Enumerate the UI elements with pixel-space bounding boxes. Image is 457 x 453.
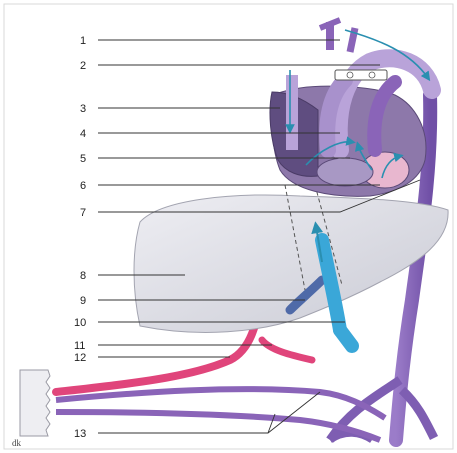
right-ventricle — [317, 158, 373, 186]
label-12: 12 — [74, 352, 86, 364]
subclavian-vessel — [320, 20, 340, 28]
label-4: 4 — [80, 128, 86, 140]
label-13: 13 — [74, 428, 86, 440]
label-3: 3 — [80, 103, 86, 115]
label-10: 10 — [74, 317, 86, 329]
label-7: 7 — [80, 207, 86, 219]
label-1: 1 — [80, 35, 86, 47]
aorta-branch-right — [402, 390, 434, 438]
ivc-lower — [340, 330, 352, 346]
corner-mark: dk — [12, 438, 22, 448]
label-6: 6 — [80, 180, 86, 192]
label-11: 11 — [74, 340, 85, 352]
label-5: 5 — [80, 153, 86, 165]
aorta-branch-left — [330, 380, 400, 440]
ductus-arteriosus — [335, 70, 387, 80]
label-8: 8 — [80, 270, 86, 282]
label-2: 2 — [80, 60, 86, 72]
umbilical-vein-branch — [262, 340, 312, 360]
label-9: 9 — [80, 295, 86, 307]
placenta — [20, 370, 50, 436]
